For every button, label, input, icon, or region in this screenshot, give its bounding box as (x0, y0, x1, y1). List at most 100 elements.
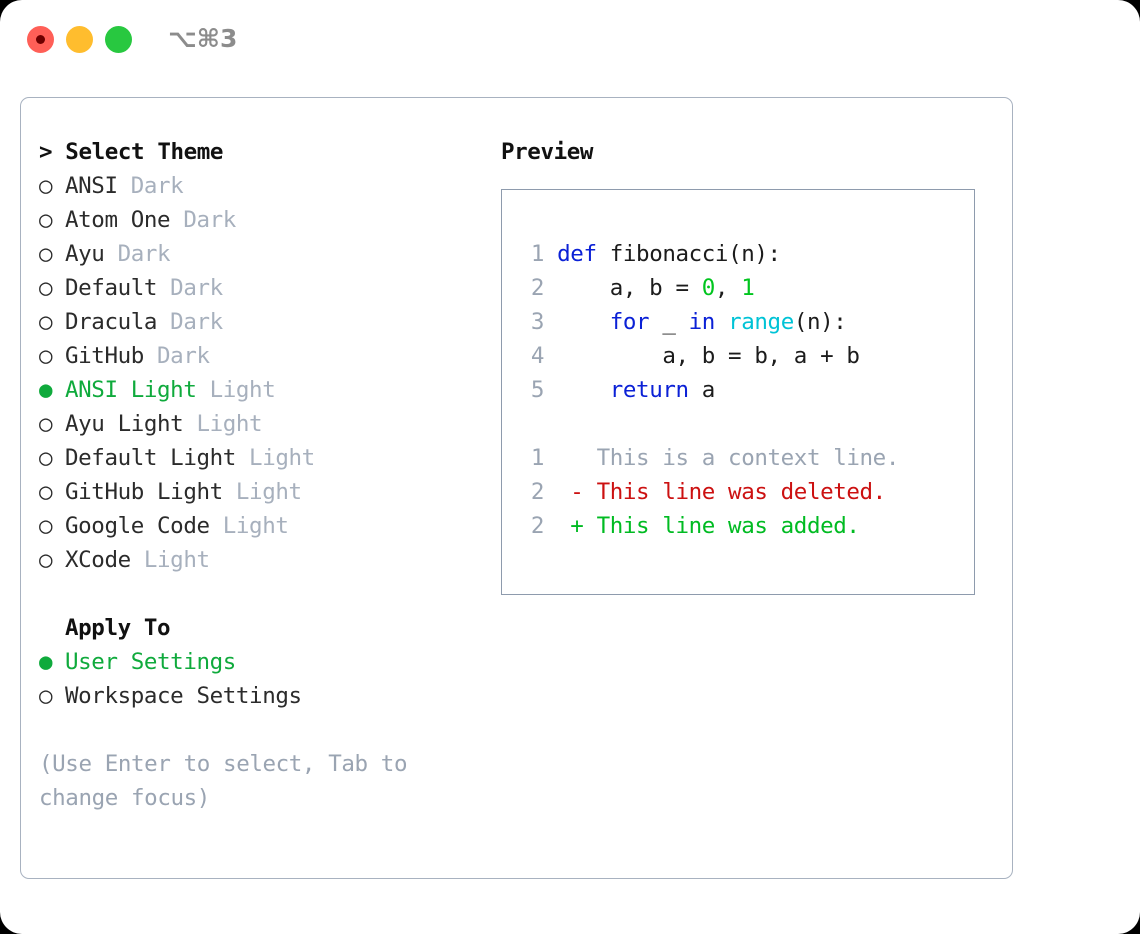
code-token: range (728, 309, 794, 335)
code-token: for (609, 309, 650, 335)
theme-option-github[interactable]: ○ GitHub Dark (39, 339, 499, 373)
theme-option-ayu[interactable]: ○ Ayu Dark (39, 237, 499, 271)
main-panel: > Select Theme ○ANSI Dark○Atom One Dark○… (20, 97, 1013, 879)
code-line-number: 5 (530, 377, 545, 403)
theme-option-label: Ayu (65, 241, 105, 267)
code-token: a (688, 377, 716, 403)
diff-sign (570, 445, 583, 471)
minimize-window-button[interactable] (66, 26, 93, 53)
code-line: 1 def fibonacci(n): (518, 237, 899, 271)
diff-text: This is a context line. (583, 445, 900, 471)
apply-to-heading: Apply To (65, 615, 171, 641)
theme-option-github-light[interactable]: ○GitHub Light Light (39, 475, 499, 509)
diff-line-number: 2 (530, 479, 545, 505)
theme-option-label: Google Code (65, 513, 210, 539)
code-token: a, b = b, a + b (557, 343, 860, 369)
radio-selected-icon: ● (39, 649, 53, 675)
radio-unselected-icon: ○ (39, 343, 53, 369)
maximize-window-button[interactable] (105, 26, 132, 53)
radio-unselected-icon: ○ (39, 547, 53, 573)
code-line-number: 1 (530, 241, 545, 267)
diff-sign: - (570, 479, 584, 505)
theme-option-ansi-light[interactable]: ●ANSI Light Light (39, 373, 499, 407)
apply-to-option-label: Workspace Settings (65, 683, 302, 709)
code-token (557, 377, 610, 403)
code-token: def (557, 241, 610, 267)
code-line-number: 4 (530, 343, 545, 369)
theme-option-default[interactable]: ○ Default Dark (39, 271, 499, 305)
theme-option-google-code[interactable]: ○ Google Code Light (39, 509, 499, 543)
code-token: _ (649, 309, 689, 335)
keyboard-shortcut-label: ⌥⌘3 (168, 24, 238, 53)
code-line-number: 3 (530, 309, 545, 335)
theme-option-dracula[interactable]: ○ Dracula Dark (39, 305, 499, 339)
theme-option-label: Ayu Light (65, 411, 184, 437)
apply-to-section: Apply To ● User Settings ○ Workspace Settin… (39, 611, 499, 713)
radio-unselected-icon: ○ (39, 275, 53, 301)
code-token: , (714, 275, 742, 301)
diff-sign: + (570, 513, 584, 539)
radio-unselected-icon: ○ (39, 173, 53, 199)
code-token: 0 (701, 275, 716, 301)
theme-option-label: ANSI (65, 173, 118, 199)
code-token (715, 309, 728, 335)
theme-option-atom-one[interactable]: ○ Atom One Dark (39, 203, 499, 237)
code-token: return (609, 377, 689, 403)
theme-option-label: Atom One (65, 207, 171, 233)
diff-line-add: 2 + This line was added. (518, 509, 899, 543)
theme-option-kind: Dark (170, 207, 236, 233)
theme-option-xcode[interactable]: ○XCode Light (39, 543, 499, 577)
code-line: 4 a, b = b, a + b (518, 339, 899, 373)
radio-unselected-icon: ○ (39, 513, 53, 539)
diff-text: This line was deleted. (583, 479, 887, 505)
theme-selection-column: > Select Theme ○ANSI Dark○Atom One Dark○… (39, 135, 499, 815)
theme-option-ansi[interactable]: ○ ANSI Dark (39, 169, 499, 203)
radio-unselected-icon: ○ (39, 207, 53, 233)
code-token: fibonacci(n): (609, 241, 781, 267)
theme-option-kind: Dark (157, 309, 223, 335)
apply-to-option-workspace-settings[interactable]: ○ Workspace Settings (39, 679, 499, 713)
theme-option-kind: Dark (117, 173, 184, 199)
diff-line-number: 1 (530, 445, 545, 471)
radio-unselected-icon: ○ (39, 309, 53, 335)
theme-option-label: Default Light (65, 445, 236, 471)
apply-to-list: ● User Settings ○ Workspace Settings (39, 645, 499, 713)
theme-option-kind: Dark (157, 275, 223, 301)
theme-option-default-light[interactable]: ○Default Light Light (39, 441, 499, 475)
code-line: 2 a, b = 0, 1 (518, 271, 899, 305)
theme-option-label: Dracula (65, 309, 158, 335)
theme-option-label: GitHub Light (65, 479, 223, 505)
apply-to-option-user-settings[interactable]: ● User Settings (39, 645, 499, 679)
radio-unselected-icon: ○ (39, 411, 53, 437)
code-spacer (518, 407, 899, 441)
preview-heading: Preview (501, 139, 594, 165)
code-line: 3 for _ in range(n): (518, 305, 899, 339)
close-icon (36, 35, 45, 44)
code-token (557, 309, 610, 335)
theme-option-label: Default (65, 275, 158, 301)
theme-option-ayu-light[interactable]: ○Ayu Light Light (39, 407, 499, 441)
code-token: a, b = (557, 275, 702, 301)
diff-text: This line was added. (583, 513, 860, 539)
radio-unselected-icon: ○ (39, 445, 53, 471)
radio-unselected-icon: ○ (39, 683, 53, 709)
apply-to-option-label: User Settings (65, 649, 236, 675)
code-token: in (688, 309, 716, 335)
code-token: 1 (741, 275, 755, 301)
theme-option-kind: Light (196, 377, 276, 403)
radio-unselected-icon: ○ (39, 241, 53, 267)
theme-option-label: GitHub (65, 343, 144, 369)
theme-option-kind: Dark (143, 343, 210, 369)
theme-option-kind: Dark (104, 241, 171, 267)
radio-unselected-icon: ○ (39, 479, 53, 505)
theme-option-kind: Light (130, 547, 210, 573)
window-titlebar: ⌥⌘3 (0, 0, 1140, 78)
code-line-number: 2 (530, 275, 545, 301)
diff-line-del: 2 - This line was deleted. (518, 475, 899, 509)
theme-option-kind: Light (209, 513, 289, 539)
keyboard-hint-text: (Use Enter to select, Tab to change focu… (39, 751, 421, 811)
theme-list: ○ ANSI Dark ○ Atom One Dark ○ Ayu Dark ○ Defaul… (39, 169, 499, 577)
